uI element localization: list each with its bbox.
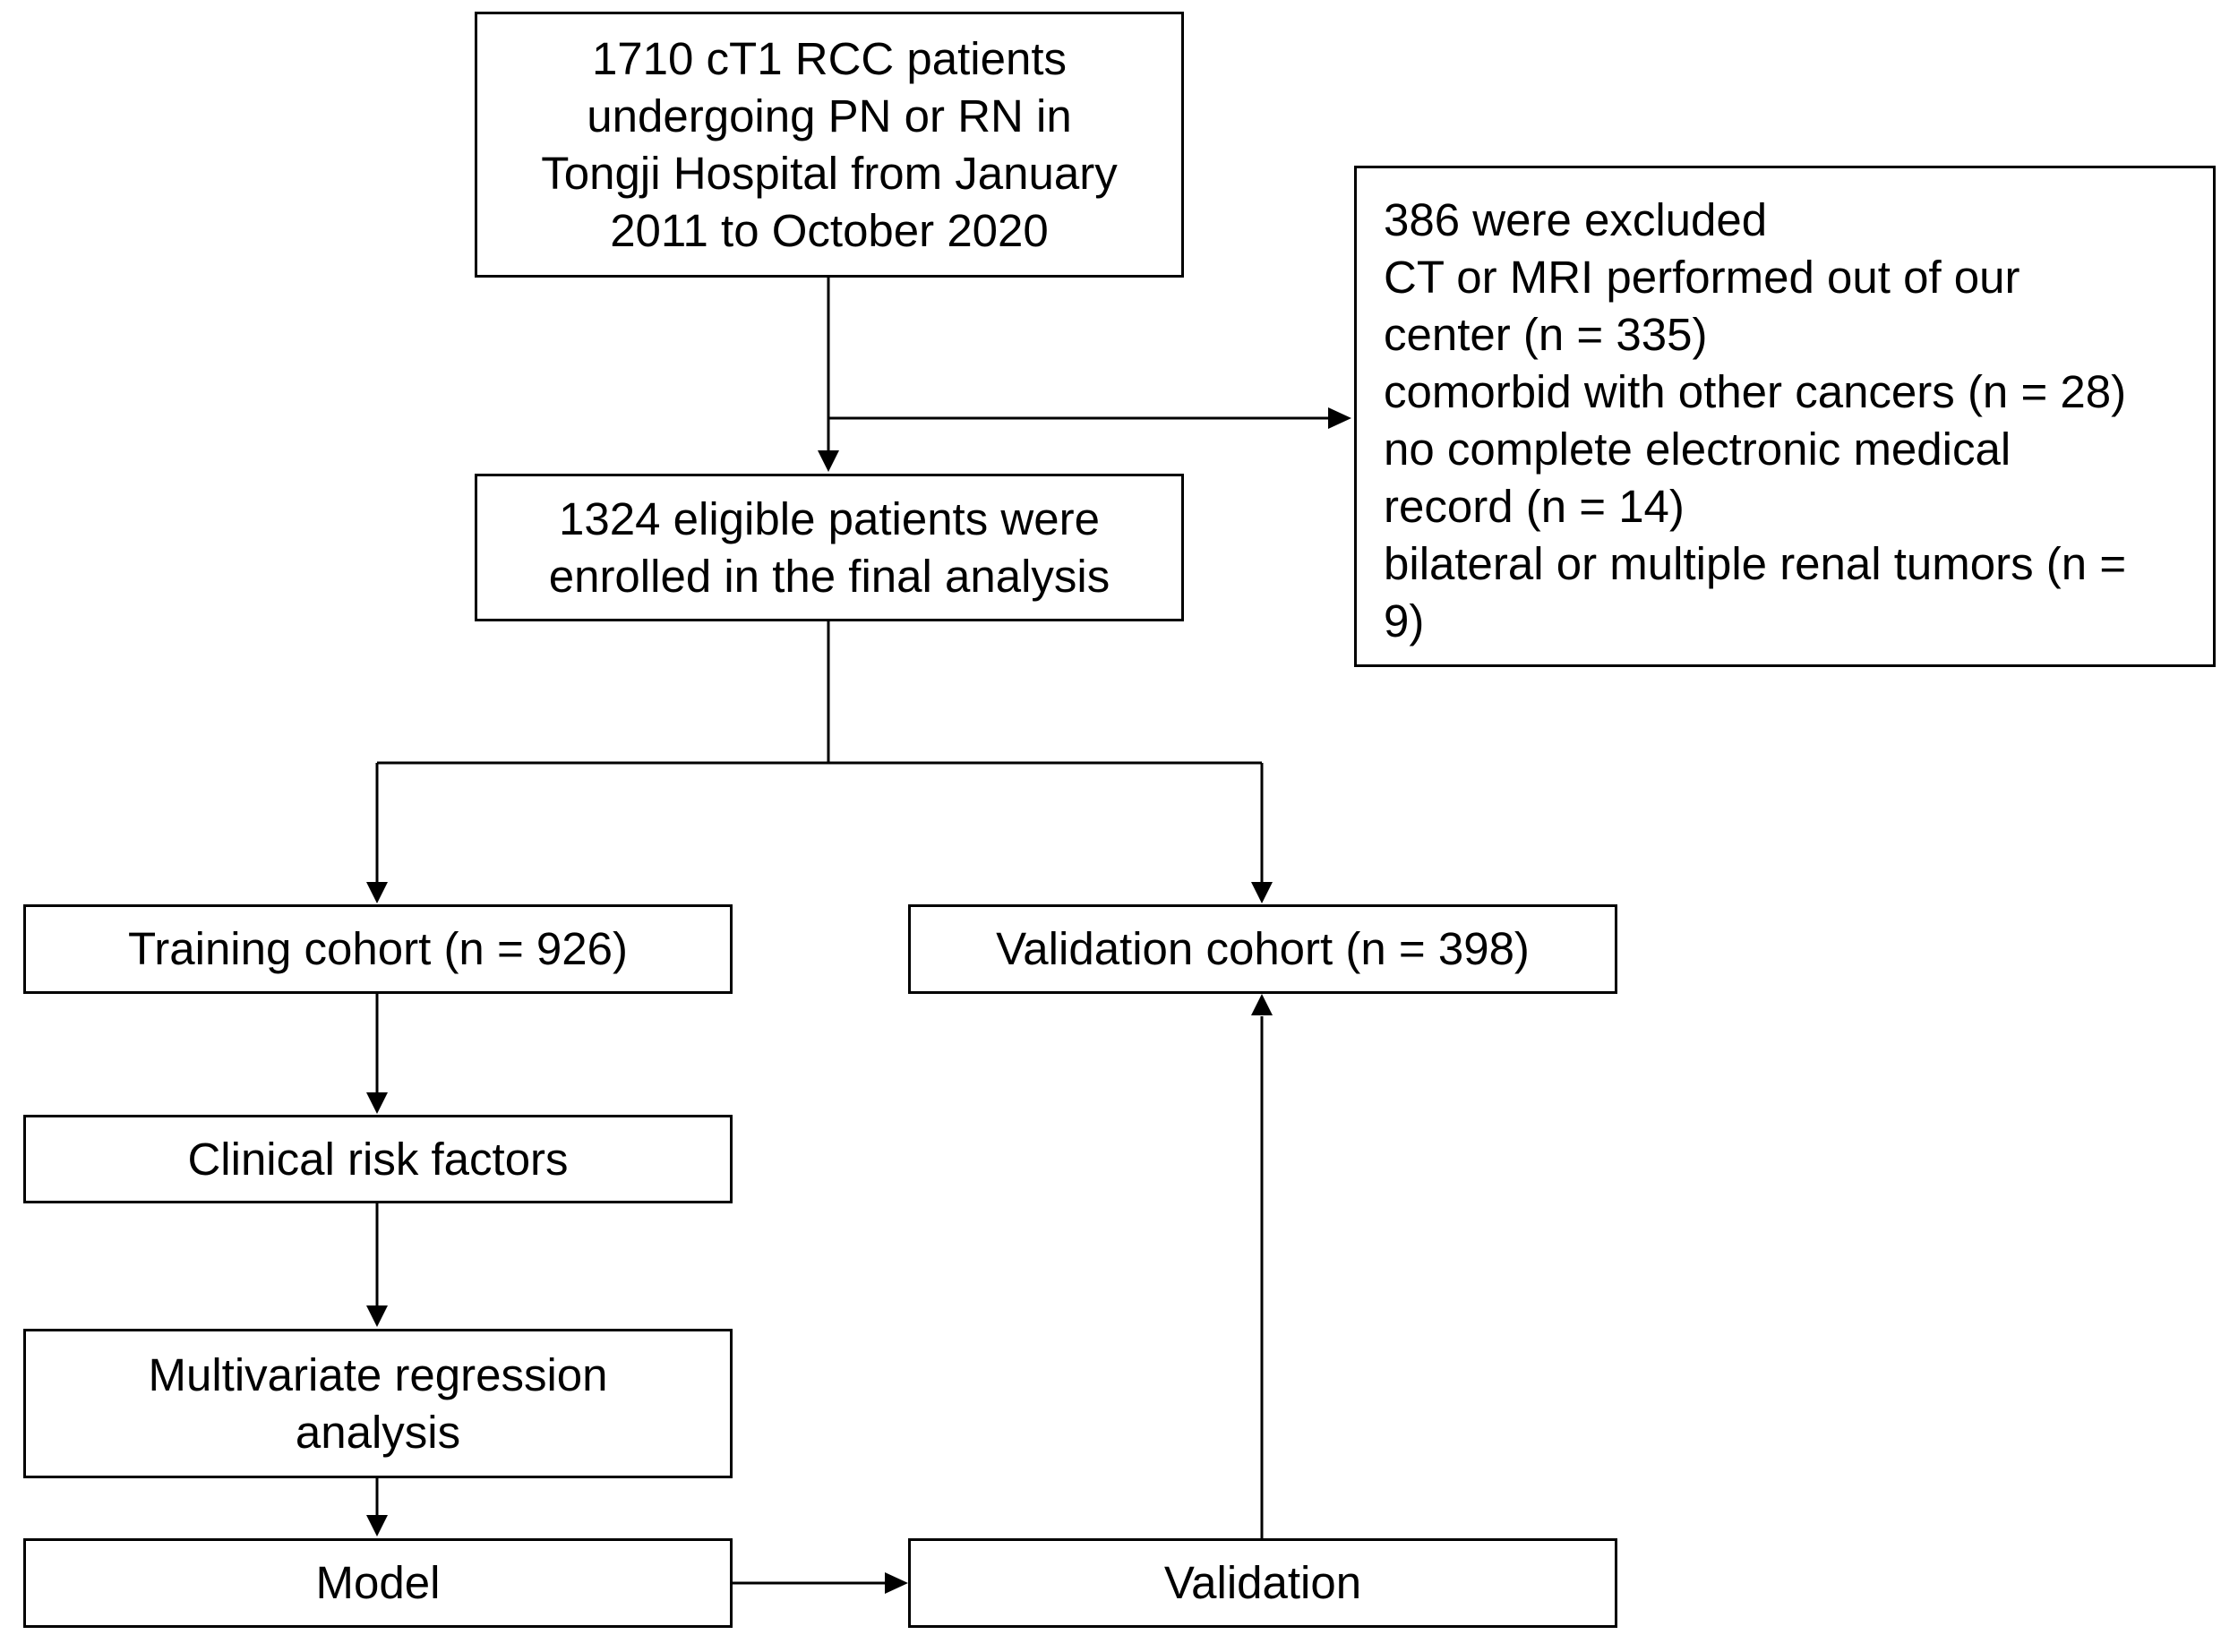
- initial-line-4: 2011 to October 2020: [610, 204, 1049, 256]
- arrowhead-multivariate: [366, 1305, 388, 1327]
- arrowhead-validation: [885, 1572, 908, 1594]
- excluded-line-7: 9): [1384, 595, 1425, 646]
- excluded-line-6: bilateral or multiple renal tumors (n =: [1384, 538, 2127, 589]
- excluded-line-4: no complete electronic medical: [1384, 424, 2011, 475]
- excluded-line-5: record (n = 14): [1384, 481, 1685, 532]
- multivariate-regression-box: Multivariate regression analysis: [23, 1329, 733, 1478]
- arrowhead-validation-to-cohort: [1251, 994, 1273, 1015]
- arrowhead-eligible: [818, 450, 839, 472]
- model-label: Model: [315, 1557, 441, 1608]
- arrowhead-training: [366, 882, 388, 903]
- validation-box: Validation: [908, 1538, 1617, 1628]
- initial-patients-box: 1710 cT1 RCC patients undergoing PN or R…: [475, 12, 1184, 278]
- training-cohort-label: Training cohort (n = 926): [128, 923, 628, 974]
- excluded-line-3: comorbid with other cancers (n = 28): [1384, 366, 2127, 417]
- validation-cohort-label: Validation cohort (n = 398): [996, 923, 1530, 974]
- arrowhead-excluded: [1328, 407, 1351, 429]
- model-box: Model: [23, 1538, 733, 1628]
- validation-cohort-box: Validation cohort (n = 398): [908, 904, 1617, 994]
- eligible-line-1: 1324 eligible patients were: [559, 492, 1100, 544]
- clinical-risk-factors-label: Clinical risk factors: [187, 1133, 569, 1185]
- arrowhead-validation-cohort: [1251, 882, 1273, 903]
- multivariate-line-2: analysis: [295, 1406, 461, 1458]
- arrowhead-model: [366, 1515, 388, 1536]
- arrowhead-clinical: [366, 1092, 388, 1114]
- eligible-line-2: enrolled in the final analysis: [548, 550, 1110, 602]
- clinical-risk-factors-box: Clinical risk factors: [23, 1115, 733, 1203]
- multivariate-line-1: Multivariate regression: [148, 1348, 608, 1400]
- excluded-line-2: center (n = 335): [1384, 309, 1708, 360]
- training-cohort-box: Training cohort (n = 926): [23, 904, 733, 994]
- excluded-box: 386 were excluded CT or MRI performed ou…: [1354, 166, 2216, 667]
- initial-line-2: undergoing PN or RN in: [587, 90, 1072, 141]
- validation-label: Validation: [1163, 1557, 1362, 1608]
- excluded-line-1: CT or MRI performed out of our: [1384, 252, 2020, 303]
- excluded-title: 386 were excluded: [1384, 194, 1768, 245]
- initial-line-3: Tongji Hospital from January: [541, 147, 1118, 199]
- initial-line-1: 1710 cT1 RCC patients: [591, 32, 1068, 84]
- eligible-patients-box: 1324 eligible patients were enrolled in …: [475, 474, 1184, 621]
